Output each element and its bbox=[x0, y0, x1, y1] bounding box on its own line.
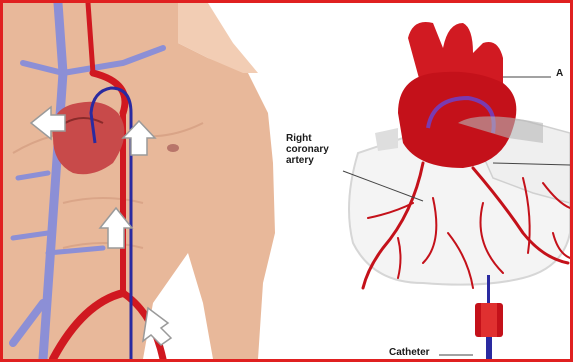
heart-large bbox=[349, 22, 570, 285]
label-right-coronary-artery: Right coronary artery bbox=[286, 133, 346, 166]
label-aorta-partial: A bbox=[556, 68, 563, 79]
illustration bbox=[3, 3, 570, 359]
label-catheter: Catheter bbox=[389, 347, 430, 358]
catheter-device bbox=[475, 275, 503, 359]
